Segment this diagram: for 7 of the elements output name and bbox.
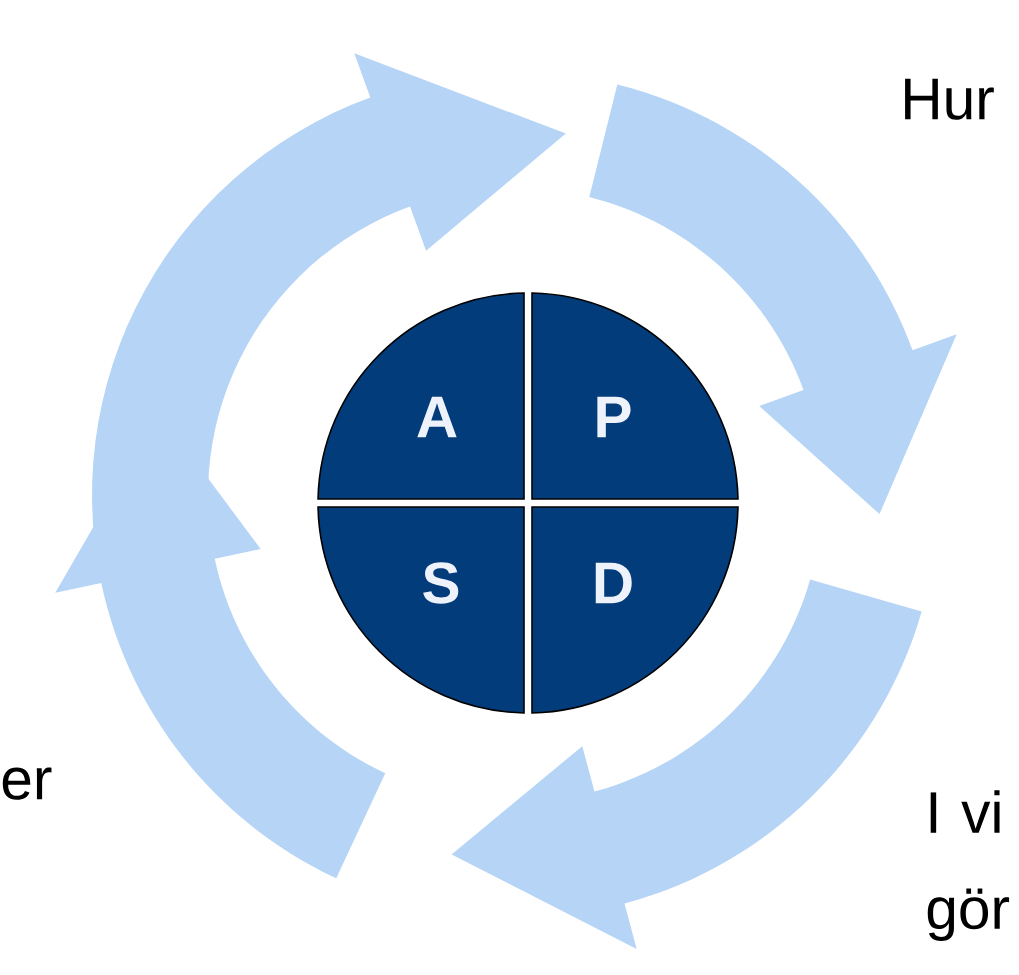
label-text: er: [2, 767, 52, 800]
label-text: I vi gör: [927, 790, 1010, 941]
quadrant: D: [531, 506, 739, 714]
quadrant: S: [317, 506, 525, 714]
quadrant: A: [317, 292, 525, 500]
label-text: Hur: [905, 78, 994, 120]
quadrant: P: [531, 292, 739, 500]
